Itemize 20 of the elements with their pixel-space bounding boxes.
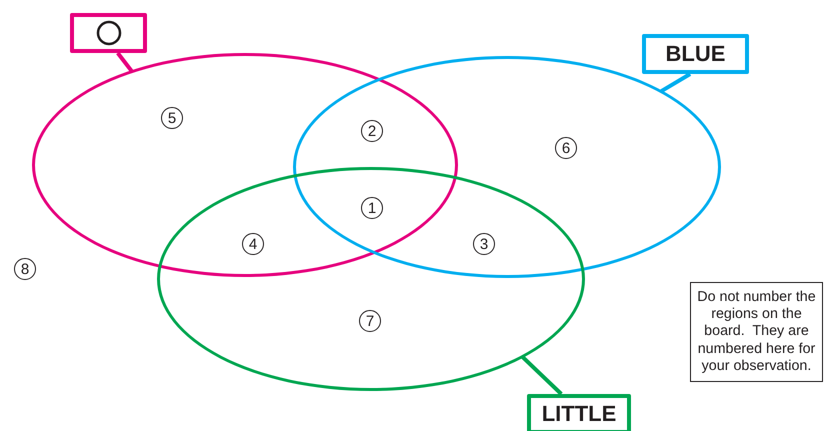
- leader-line: [660, 72, 692, 94]
- region-number: 7: [359, 310, 381, 332]
- region-number: 3: [473, 233, 495, 255]
- note-text: Do not number the regions on the board. They are numbered here for your observation.: [696, 289, 817, 375]
- leader-line: [116, 52, 134, 73]
- set-ellipse: [32, 53, 458, 277]
- label-box: [70, 13, 147, 53]
- region-number: 5: [161, 107, 183, 129]
- set-ellipse: [157, 167, 585, 391]
- set-label: [642, 34, 749, 74]
- set-name: LITTLE: [540, 400, 618, 428]
- region-number: 4: [242, 233, 264, 255]
- region-number: 8: [14, 258, 36, 280]
- note-box: [690, 282, 823, 382]
- set-label: [527, 394, 631, 431]
- leader-line: [520, 354, 563, 396]
- region-number: 6: [555, 137, 577, 159]
- set-name: BLUE: [664, 40, 726, 68]
- region-number: 2: [361, 120, 383, 142]
- region-number: 1: [361, 197, 383, 219]
